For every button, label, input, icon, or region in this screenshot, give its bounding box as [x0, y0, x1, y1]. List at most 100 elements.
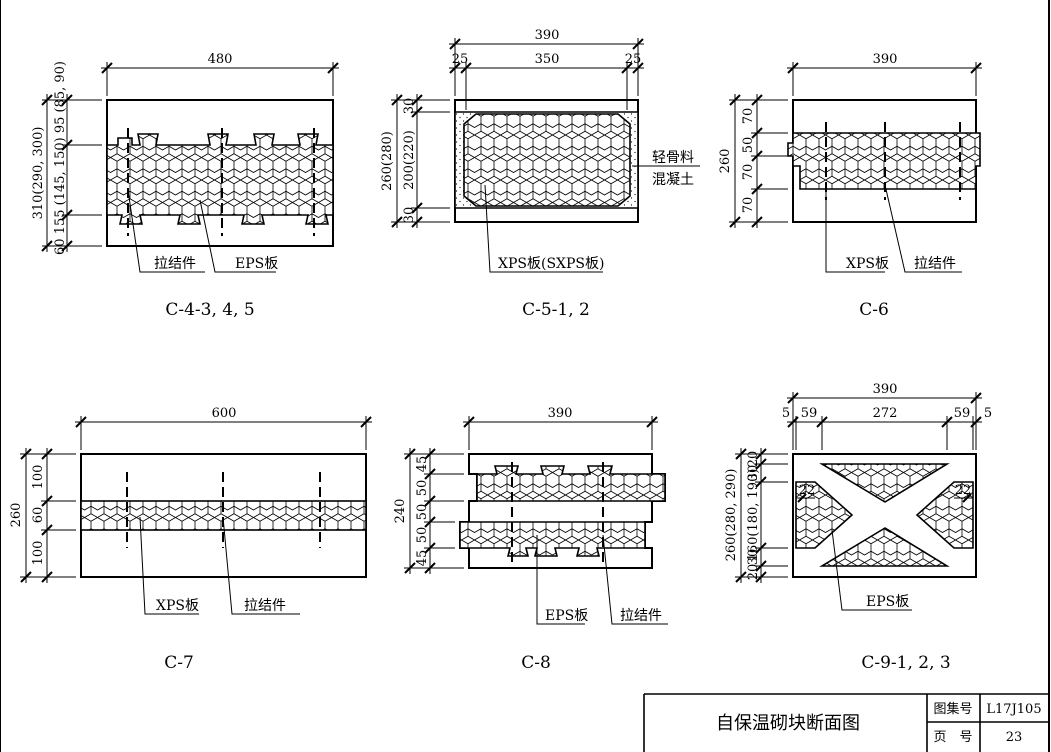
c8-dim-band-5: 45 [415, 550, 430, 567]
title-block [643, 693, 1049, 752]
c9-dim-center: 272 [873, 406, 898, 421]
c8-eps-bottom [459, 521, 646, 557]
c7-dim-height: 260 [9, 503, 24, 528]
c7-dim-top [75, 416, 372, 450]
c7-tie-lines [126, 472, 321, 548]
diagram-c6: 390 260 70 50 70 70 XPS板 拉结件 C-6 [718, 52, 982, 320]
c5-dim-core: 350 [535, 52, 560, 67]
c4-dim-left [41, 94, 102, 252]
c6-dim-bottom-band: 70 [741, 197, 756, 214]
c4-caption: C-4-3, 4, 5 [165, 300, 254, 320]
c8-dim-band-1: 45 [415, 456, 430, 473]
c4-label-eps: EPS板 [235, 256, 278, 272]
c8-caption: C-8 [521, 653, 551, 673]
c8-label-eps: EPS板 [545, 608, 588, 624]
c5-xps-core [463, 113, 631, 207]
c9-inner-dim-left: 22 [799, 483, 816, 498]
c5-dim-top-band: 30 [402, 98, 417, 115]
c9-leaders [831, 529, 912, 611]
c5-label-xps: XPS板(SXPS板) [498, 256, 604, 272]
c7-label-tie: 拉结件 [244, 598, 286, 614]
c8-label-tie: 拉结件 [620, 608, 662, 624]
c5-side-label-1: 轻骨料 [652, 150, 694, 166]
c8-dim-top [463, 416, 658, 450]
c9-dim-edge-left: 5 [782, 406, 790, 421]
c7-dim-top-band: 100 [31, 465, 46, 490]
c7-dim-bottom-band: 100 [31, 541, 46, 566]
title-block-atlas-label: 图集号 [933, 701, 972, 717]
c9-inner-dims [796, 493, 973, 503]
c6-caption: C-6 [859, 300, 889, 320]
c9-dim-core: 160(180, 190) [746, 469, 761, 562]
title-block-atlas-value: L17J105 [986, 702, 1041, 717]
c5-dim-core-height: 200(220) [402, 130, 417, 190]
c4-dim-height: 310(290, 300) [31, 127, 46, 220]
c7-dim-core: 60 [31, 507, 46, 524]
c9-block-outline [792, 453, 977, 578]
c9-caption: C-9-1, 2, 3 [861, 653, 950, 673]
c5-dim-left [391, 94, 450, 228]
c6-dim-mid-band: 50 [741, 137, 756, 154]
c7-caption: C-7 [164, 653, 194, 673]
c6-dim-core-band: 70 [741, 164, 756, 181]
c8-dim-band-4: 50 [415, 527, 430, 544]
c9-dim-left [735, 448, 788, 583]
c9-dim-rib-right: 59 [954, 406, 971, 421]
c4-dim-parts: 60 155 (145, 150) 95 (85, 90) [53, 61, 68, 255]
c9-eps-top [819, 463, 950, 503]
c6-dim-top-band: 70 [741, 108, 756, 125]
c4-tie-lines [127, 128, 315, 236]
c6-dim-top [787, 62, 982, 96]
c5-dim-top [449, 38, 644, 110]
c8-dim-height: 240 [393, 499, 408, 524]
c8-leaders [536, 534, 668, 625]
c9-dim-top [787, 392, 982, 450]
title-block-page-label: 页 号 [933, 730, 972, 745]
c8-eps-top [476, 465, 666, 502]
c8-dim-left [404, 448, 464, 574]
title-block-page-value: 23 [1006, 730, 1023, 745]
diagram-c7: 600 260 100 60 100 XPS板 拉结件 C-7 [9, 406, 372, 673]
title-block-title: 自保温砌块断面图 [716, 713, 860, 734]
c5-dim-left-edge: 25 [452, 52, 469, 67]
c9-dim-band-top: 20 [746, 451, 761, 468]
c9-inner-dim-right: 22 [955, 483, 972, 498]
c7-dim-left [20, 448, 76, 583]
diagram-c5: 390 25 350 25 260(280) 30 200(220) 30 轻骨… [380, 28, 700, 320]
diagram-c4: 480 310(290, 300) 60 155 (145, 150) 95 (… [31, 52, 339, 320]
c4-eps-core [106, 133, 334, 225]
c9-dim-height: 260(280, 290) [724, 469, 739, 562]
c9-dim-rib-top: 30 [746, 465, 761, 482]
c4-leaders [127, 189, 276, 273]
c5-dim-width: 390 [535, 28, 560, 43]
diagram-c8: 390 240 45 50 50 50 45 EPS [393, 406, 668, 673]
c8-dim-band-2: 50 [415, 480, 430, 497]
c7-label-xps: XPS板 [156, 598, 199, 614]
c9-dim-band-bottom: 20 [746, 564, 761, 581]
c8-tie-lines [511, 462, 604, 562]
c4-dim-width: 480 [208, 52, 233, 67]
c9-dim-width: 390 [873, 382, 898, 397]
c6-label-tie: 拉结件 [914, 256, 956, 272]
c9-dim-rib-left: 59 [801, 406, 818, 421]
c5-dim-bottom-band: 30 [402, 207, 417, 224]
c7-dim-width: 600 [212, 406, 237, 421]
c9-dim-edge-right: 5 [984, 406, 992, 421]
c8-dim-width: 390 [548, 406, 573, 421]
c8-dim-band-3: 50 [415, 504, 430, 521]
c6-dim-width: 390 [873, 52, 898, 67]
c5-leaders [484, 165, 700, 273]
diagram-c9: 390 5 59 272 59 5 260(280, 290) 20 30 16… [724, 382, 992, 673]
c4-label-tie: 拉结件 [154, 256, 196, 272]
c9-label-eps: EPS板 [866, 594, 909, 610]
c5-side-label-2: 混凝土 [652, 172, 694, 188]
c4-dim-top [101, 62, 339, 96]
c6-label-xps: XPS板 [846, 256, 889, 272]
c9-eps-bottom [819, 527, 950, 567]
c9-dim-rib-bottom: 30 [746, 549, 761, 566]
c6-dim-left [729, 94, 788, 228]
c5-dim-right-edge: 25 [625, 52, 642, 67]
c6-leaders [825, 184, 962, 273]
